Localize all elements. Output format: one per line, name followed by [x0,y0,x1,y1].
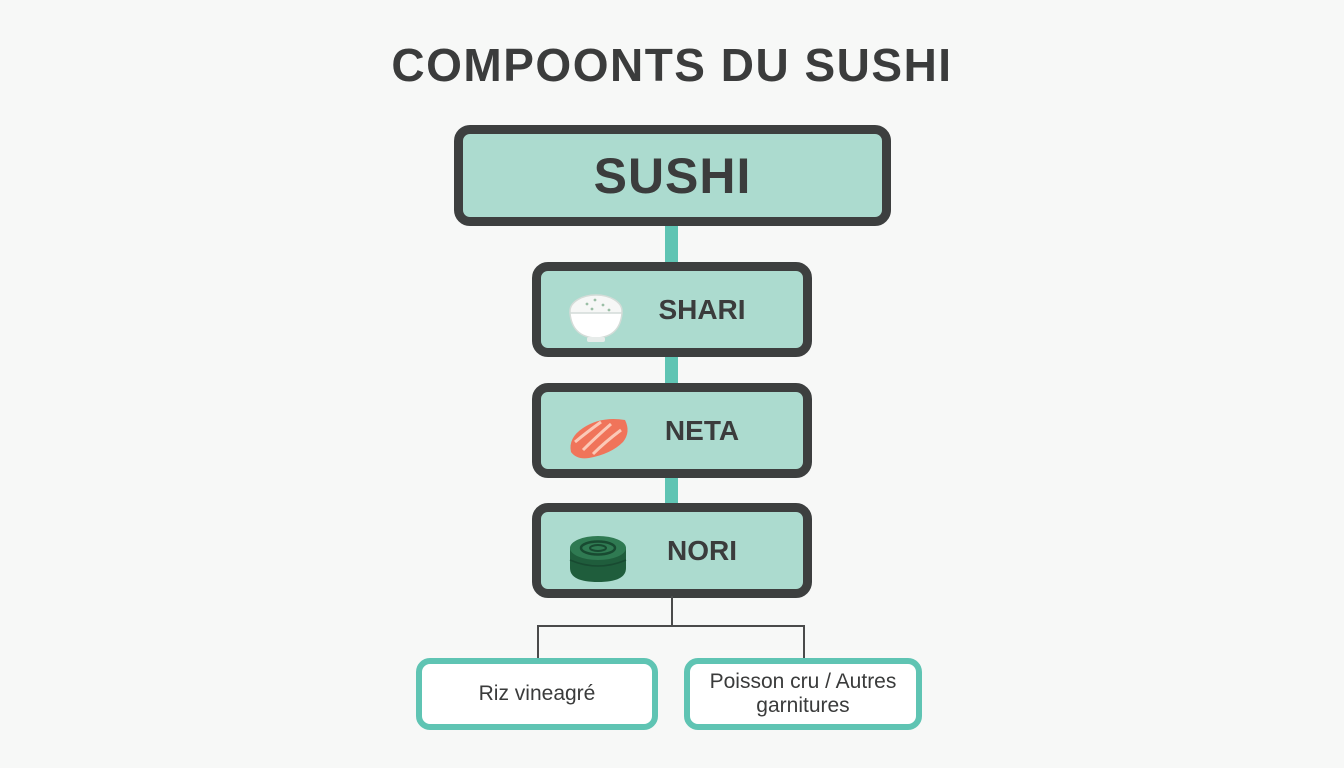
component-label-shari: SHARI [658,293,746,325]
component-label-neta: NETA [664,414,740,446]
component-label-nori: NORI [667,534,737,566]
branch-left-drop [537,625,539,659]
stem-root-shari [665,224,678,264]
leaf-box-riz-vineagre: Riz vineagré [416,658,658,730]
stem-shari-neta [665,352,678,385]
leaf-box-poisson-cru: Poisson cru / Autres garnitures [684,658,922,730]
stem-neta-nori [665,473,678,506]
page-title: COMPOONTS DU SUSHI [391,39,953,91]
component-node-shari: SHARI [532,262,812,357]
leaf-label-poisson-cru: Poisson cru / Autres garnitures [709,669,897,717]
component-node-nori: NORI [532,503,812,598]
branch-right-drop [803,625,805,659]
rice-bowl-icon [565,289,631,350]
root-node-label: SUSHI [593,147,752,204]
branch-stem [671,596,673,626]
nori-roll-icon [565,530,631,591]
salmon-slice-icon [565,408,635,469]
leaf-label-riz-vineagre: Riz vineagré [478,681,596,705]
branch-horizontal [537,625,805,627]
component-node-neta: NETA [532,383,812,478]
root-node-sushi: SUSHI [454,125,891,226]
